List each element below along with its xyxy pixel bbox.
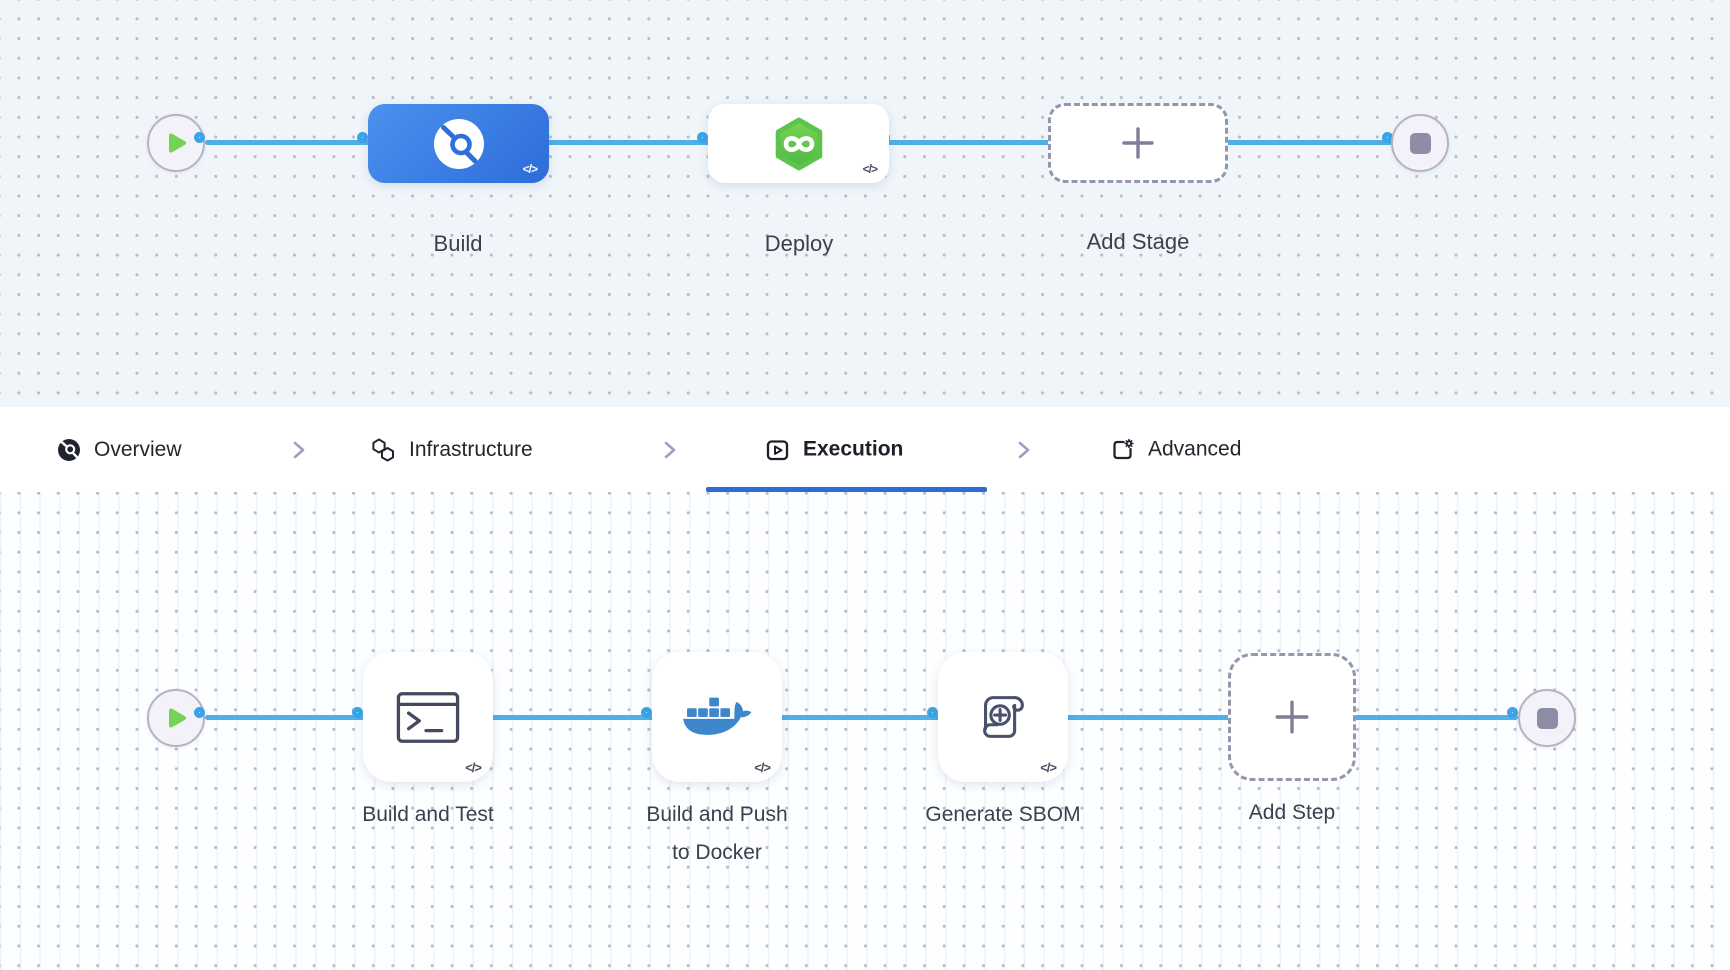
step-build-push-docker-card[interactable]: </>: [652, 652, 782, 782]
play-icon: [169, 133, 186, 153]
label-line-1: Build and Push: [646, 803, 788, 826]
connection-point[interactable]: [194, 707, 205, 718]
infrastructure-icon: [372, 438, 394, 461]
connection-point[interactable]: [927, 707, 938, 718]
plus-icon: [1275, 700, 1309, 734]
step-build-push-docker-label: Build and Push to Docker: [646, 796, 787, 872]
connection-point[interactable]: [697, 132, 708, 143]
step-build-and-test-label: Build and Test: [362, 803, 494, 826]
add-step-button[interactable]: [1228, 653, 1356, 781]
stage-deploy-card[interactable]: </>: [708, 104, 889, 183]
step-generate-sbom-label: Generate SBOM: [925, 803, 1081, 826]
stop-icon: [1409, 132, 1431, 154]
advanced-icon: [1113, 438, 1134, 459]
label-line-2: to Docker: [672, 841, 762, 864]
execution-icon: [766, 439, 789, 460]
tab-overview-label: Overview: [94, 437, 182, 461]
pipeline-end-node[interactable]: [1391, 114, 1449, 172]
plus-icon: [1122, 127, 1154, 159]
step-connector-line: [205, 715, 1518, 720]
sbom-scroll-icon: [983, 696, 1024, 738]
yaml-code-badge[interactable]: </>: [754, 760, 771, 775]
docker-icon: [683, 697, 752, 735]
add-step-label: Add Step: [1248, 801, 1336, 824]
tab-infrastructure[interactable]: Infrastructure: [370, 437, 533, 463]
stop-icon: [1536, 707, 1558, 729]
ci-build-icon: [433, 118, 484, 169]
execution-canvas[interactable]: </> Build and Test </> Build and Push to…: [0, 492, 1730, 970]
connection-point[interactable]: [357, 132, 368, 143]
add-stage-button[interactable]: [1048, 103, 1228, 183]
yaml-code-badge[interactable]: </>: [522, 162, 538, 176]
chevron-right-icon: [1018, 441, 1030, 458]
stage-canvas[interactable]: </> Build </> Deploy Add Sta: [0, 0, 1730, 407]
yaml-code-badge[interactable]: </>: [1040, 760, 1057, 775]
add-stage-label: Add Stage: [1086, 229, 1190, 254]
step-build-and-test-card[interactable]: </>: [363, 652, 493, 782]
pipeline-start-node[interactable]: [147, 114, 205, 172]
cd-deploy-icon: [775, 117, 822, 170]
tab-overview[interactable]: Overview: [57, 438, 182, 462]
stage-build-card[interactable]: </>: [368, 104, 549, 183]
play-icon: [169, 708, 186, 728]
overview-icon: [58, 438, 80, 461]
tab-execution-label: Execution: [803, 437, 904, 461]
execution-start-node[interactable]: [147, 689, 205, 747]
execution-end-node[interactable]: [1518, 689, 1576, 747]
yaml-code-badge[interactable]: </>: [465, 760, 482, 775]
tab-execution[interactable]: Execution: [765, 437, 903, 462]
stage-config-tabbar: Overview Infrastructure Execution: [0, 407, 1730, 492]
connection-point[interactable]: [641, 707, 652, 718]
stage-build-label: Build: [433, 231, 483, 256]
tab-infrastructure-label: Infrastructure: [409, 437, 533, 461]
connection-point[interactable]: [352, 707, 363, 718]
connection-point[interactable]: [1382, 132, 1393, 143]
active-tab-underline: [706, 487, 987, 492]
tab-advanced-label: Advanced: [1148, 437, 1242, 461]
chevron-right-icon: [664, 441, 676, 458]
step-generate-sbom-card[interactable]: </>: [938, 652, 1068, 782]
chevron-right-icon: [293, 441, 305, 458]
tab-advanced[interactable]: Advanced: [1110, 437, 1241, 462]
yaml-code-badge[interactable]: </>: [862, 162, 878, 176]
connection-point[interactable]: [1507, 707, 1518, 718]
stage-deploy-label: Deploy: [764, 231, 834, 256]
terminal-icon: [396, 691, 460, 743]
connection-point[interactable]: [194, 132, 205, 143]
